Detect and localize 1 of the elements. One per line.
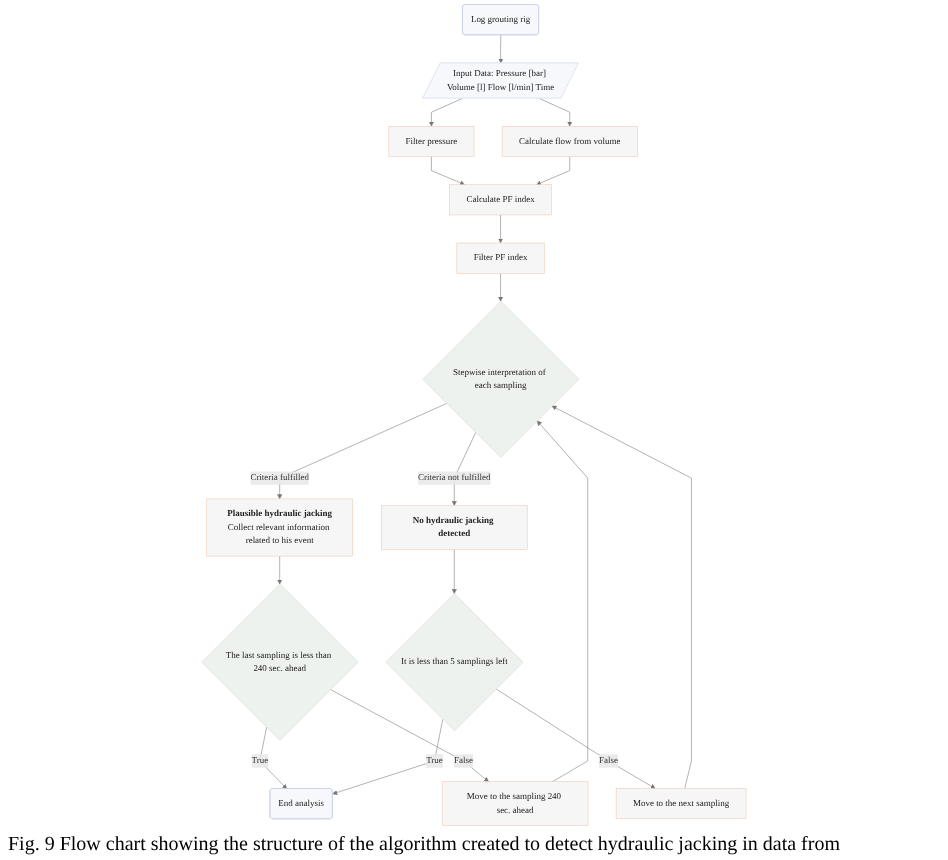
figure-caption: Fig. 9 Flow chart showing the structure of the algorithm created to detect hydraulic jacking in data from bbox=[6, 832, 842, 860]
